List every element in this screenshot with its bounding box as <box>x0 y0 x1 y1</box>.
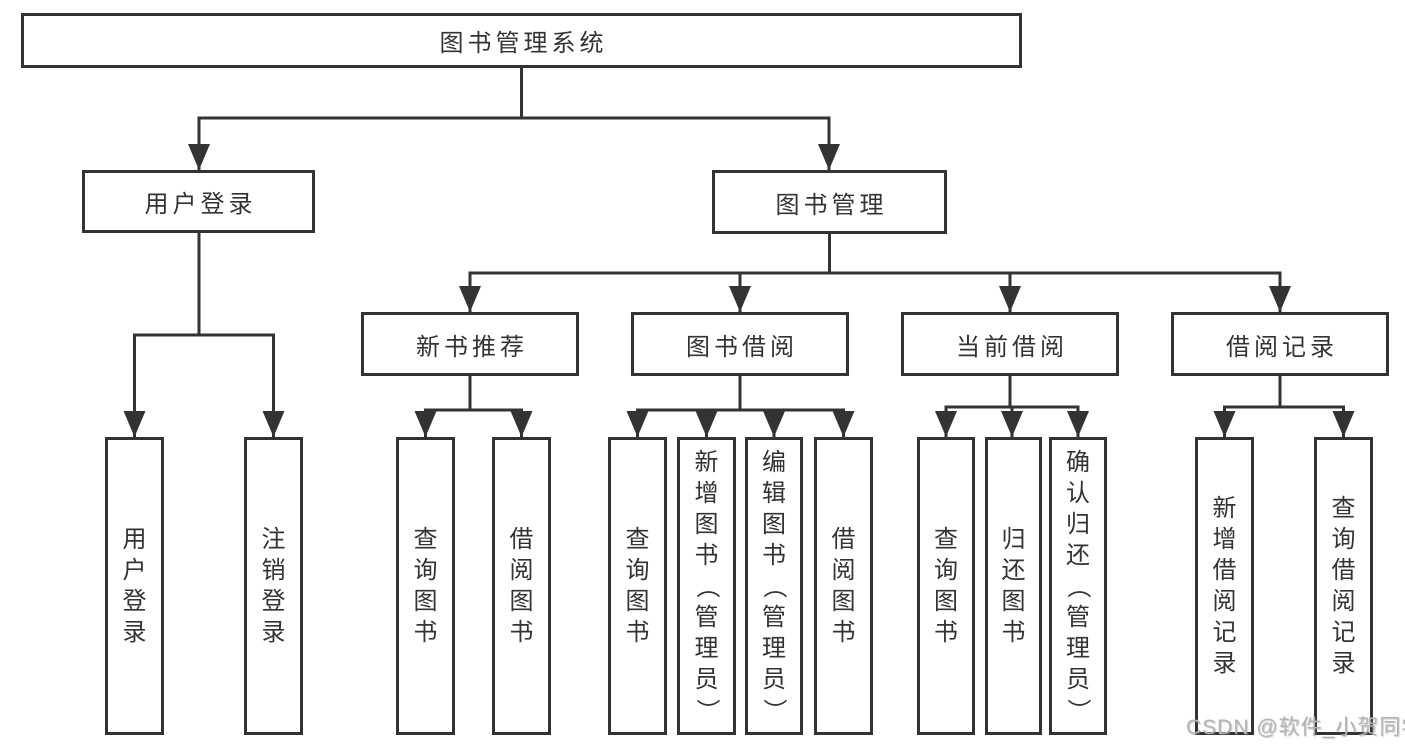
node-book-management-label: 图书管理 <box>775 191 888 219</box>
node-new-book-recommend: 新书推荐 <box>361 312 579 376</box>
node-user-login: 用户登录 <box>82 170 315 233</box>
leaf-borrow-books-1-label: 借阅图书 <box>509 526 534 646</box>
leaf-return-book-label: 归还图书 <box>1001 526 1026 646</box>
leaf-user-login: 用户登录 <box>105 437 164 735</box>
node-book-borrowing-label: 图书借阅 <box>686 333 798 361</box>
leaf-query-borrow-record-label: 查询借阅记录 <box>1331 495 1356 677</box>
leaf-query-books-1-label: 查询图书 <box>413 526 438 646</box>
leaf-add-book-admin-label: 新增图书（管理员） <box>693 448 720 723</box>
leaf-query-books-1: 查询图书 <box>396 437 455 735</box>
node-borrow-records-label: 借阅记录 <box>1226 333 1338 361</box>
leaf-borrow-books-1: 借阅图书 <box>492 437 551 735</box>
node-current-borrowing: 当前借阅 <box>901 312 1119 376</box>
node-book-borrowing: 图书借阅 <box>631 312 849 376</box>
node-library-management-system-label: 图书管理系统 <box>439 30 608 57</box>
leaf-return-book: 归还图书 <box>985 437 1042 735</box>
leaf-query-books-2: 查询图书 <box>608 437 667 735</box>
node-new-book-recommend-label: 新书推荐 <box>416 333 528 361</box>
leaf-borrow-books-2-label: 借阅图书 <box>831 526 856 646</box>
leaf-add-borrow-record: 新增借阅记录 <box>1195 437 1254 735</box>
node-borrow-records: 借阅记录 <box>1171 312 1389 376</box>
leaf-borrow-books-2: 借阅图书 <box>814 437 873 735</box>
leaf-edit-book-admin-label: 编辑图书（管理员） <box>760 448 788 723</box>
leaf-add-borrow-record-label: 新增借阅记录 <box>1212 495 1237 677</box>
leaf-logout-label: 注销登录 <box>261 526 286 646</box>
leaf-confirm-return-admin-label: 确认归还（管理员） <box>1064 448 1092 723</box>
leaf-query-books-3-label: 查询图书 <box>934 526 958 646</box>
node-book-management: 图书管理 <box>712 170 947 234</box>
leaf-logout: 注销登录 <box>244 437 303 735</box>
leaf-query-books-3: 查询图书 <box>917 437 975 735</box>
node-current-borrowing-label: 当前借阅 <box>956 333 1068 361</box>
leaf-edit-book-admin: 编辑图书（管理员） <box>745 437 803 735</box>
leaf-query-borrow-record: 查询借阅记录 <box>1314 437 1373 735</box>
leaf-confirm-return-admin: 确认归还（管理员） <box>1049 437 1107 735</box>
node-library-management-system: 图书管理系统 <box>21 13 1022 68</box>
csdn-watermark: CSDN @软件_小贺同学 <box>1186 716 1405 739</box>
leaf-user-login-label: 用户登录 <box>122 526 147 646</box>
leaf-add-book-admin: 新增图书（管理员） <box>677 437 736 735</box>
leaf-query-books-2-label: 查询图书 <box>625 526 650 646</box>
node-user-login-label: 用户登录 <box>144 191 257 218</box>
